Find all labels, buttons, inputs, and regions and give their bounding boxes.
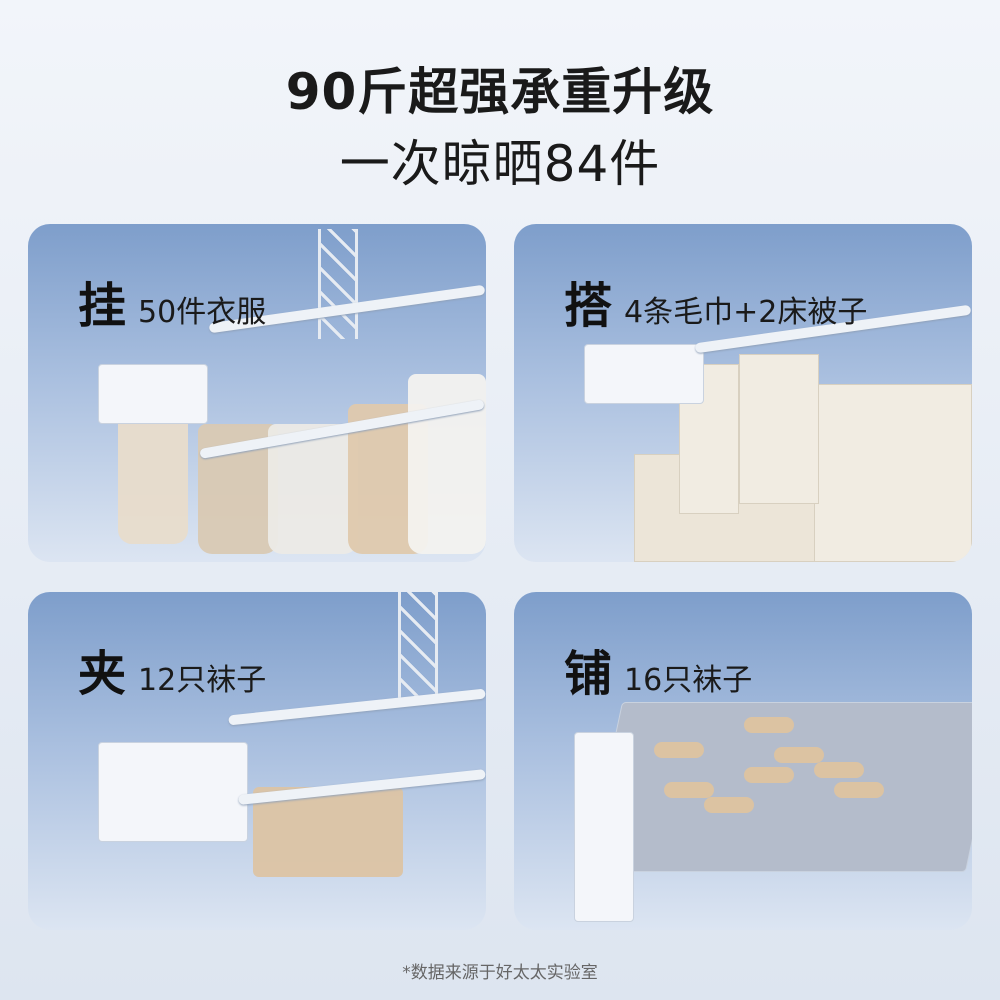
card-clip-title: 夹 <box>78 646 127 702</box>
card-lay-title: 铺 <box>564 646 613 702</box>
card-hang-desc: 50件衣服 <box>138 295 267 330</box>
card-drape-desc: 4条毛巾+2床被子 <box>624 295 868 330</box>
card-lay-desc: 16只袜子 <box>624 663 753 698</box>
footnote: *数据来源于好太太实验室 <box>402 963 598 983</box>
card-drape-title: 搭 <box>564 278 613 334</box>
card-hang-title: 挂 <box>78 278 127 334</box>
card-lay: 铺 16只袜子 <box>514 592 972 930</box>
rack <box>584 344 704 404</box>
rack <box>98 364 208 424</box>
subheadline: 一次晾晒84件 <box>339 135 661 193</box>
headline: 90斤超强承重升级 <box>285 63 715 121</box>
rack <box>98 742 248 842</box>
rack <box>574 732 634 922</box>
lift-arm <box>398 592 438 702</box>
card-clip: 夹 12只袜子 <box>28 592 486 930</box>
lift-arm <box>318 229 358 339</box>
card-hang: 挂 50件衣服 <box>28 224 486 562</box>
card-drape: 搭 4条毛巾+2床被子 <box>514 224 972 562</box>
card-clip-desc: 12只袜子 <box>138 663 267 698</box>
